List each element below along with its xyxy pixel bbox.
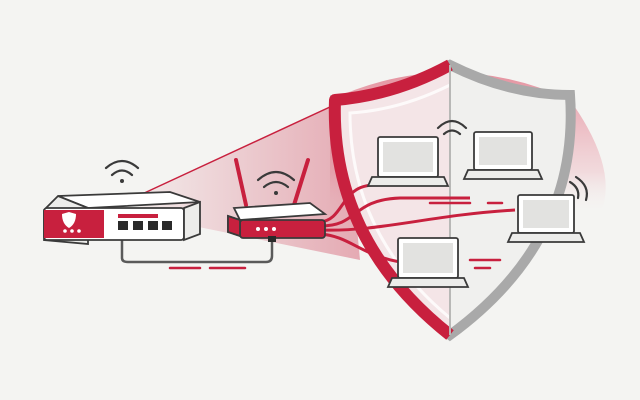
wireless-router-icon	[227, 158, 328, 242]
laptop-icon	[462, 131, 544, 180]
laptop-icon	[386, 237, 470, 288]
dash-marks	[168, 201, 504, 270]
ethernet-cable	[120, 232, 274, 264]
firewall-appliance-icon	[43, 191, 201, 245]
wifi-icon	[256, 170, 296, 195]
wifi-icon	[436, 119, 468, 136]
wifi-icon	[104, 159, 140, 183]
network-cables	[319, 183, 516, 264]
laptop-icon	[506, 194, 586, 243]
laptop-icon	[366, 136, 450, 187]
beam-edge-line	[139, 99, 346, 196]
wifi-icon	[568, 175, 588, 202]
